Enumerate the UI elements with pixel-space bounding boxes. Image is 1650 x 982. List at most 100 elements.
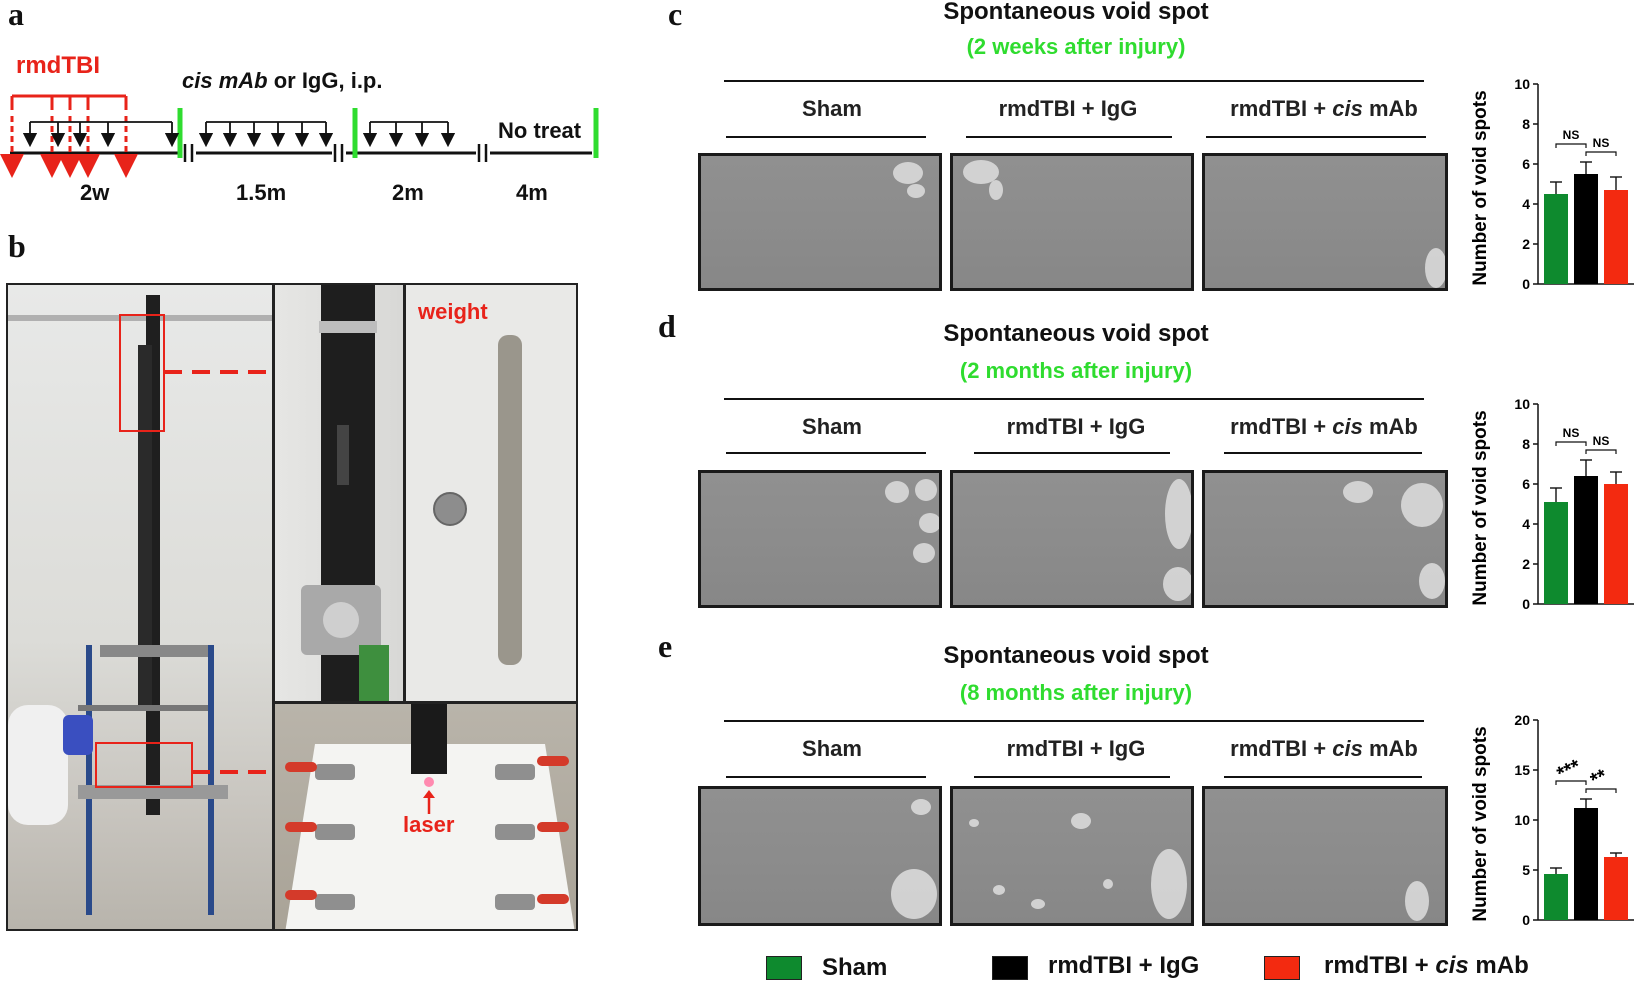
laser-label: laser <box>403 812 455 837</box>
row-1-label-cis: rmdTBI + cis mAb <box>1230 96 1418 121</box>
treatment-label-rest: or IgG, i.p. <box>267 68 383 93</box>
weight-label: weight <box>418 299 488 324</box>
device-photo <box>6 283 274 931</box>
y-tick-label: 8 <box>1522 116 1530 132</box>
bar-cis <box>1604 190 1628 284</box>
no-treat-label: No treat <box>498 118 582 143</box>
row-1-cage-sham <box>698 153 942 291</box>
rod-illustration <box>301 285 389 701</box>
row-3-title: Spontaneous void spot <box>943 642 1209 669</box>
row-2-label-cis: rmdTBI + cis mAb <box>1230 414 1418 439</box>
treatment-arrows <box>22 122 456 148</box>
row-2-label-igg: rmdTBI + IgG <box>1006 414 1146 439</box>
significance-bracket <box>1555 143 1587 148</box>
y-tick-label: 10 <box>1514 76 1530 92</box>
y-tick-label: 4 <box>1522 516 1530 532</box>
treatment-label-italic: cis mAb <box>182 68 268 93</box>
panel-letter-a: a <box>8 0 24 32</box>
timeline-diagram <box>0 94 599 178</box>
row-3-cage-cis <box>1202 786 1448 926</box>
y-tick-label: 8 <box>1522 436 1530 452</box>
y-tick-label: 2 <box>1522 556 1530 572</box>
significance-bracket <box>1585 788 1617 793</box>
bar-sham <box>1544 502 1568 604</box>
row-2-rule-sham <box>726 452 926 454</box>
row-2-label-sham: Sham <box>802 414 862 439</box>
laser-photo: laser <box>273 702 578 931</box>
significance-label: NS <box>1593 136 1610 150</box>
row-2-rule-igg <box>974 452 1170 454</box>
y-tick-label: 6 <box>1522 476 1530 492</box>
significance-bracket <box>1555 780 1587 785</box>
row-1-cage-igg <box>950 153 1194 291</box>
y-axis-label: Number of void spots <box>1470 410 1491 605</box>
weight-photo: weight <box>404 283 578 703</box>
y-tick-label: 0 <box>1522 596 1530 612</box>
row-1-label-igg: rmdTBI + IgG <box>998 96 1138 121</box>
row-1-subtitle: (2 weeks after injury) <box>966 34 1186 59</box>
device-illustration <box>8 295 272 915</box>
y-tick-label: 4 <box>1522 196 1530 212</box>
bar-sham <box>1544 194 1568 284</box>
significance-label: ** <box>1587 765 1611 792</box>
y-tick-label: 20 <box>1514 712 1530 728</box>
duration-2w: 2w <box>80 180 110 205</box>
y-tick-label: 10 <box>1514 812 1530 828</box>
bar-igg <box>1574 476 1598 604</box>
row-2-top-rule <box>724 398 1424 400</box>
legend-label-cis: rmdTBI + cis mAb <box>1324 952 1529 979</box>
green-timepoints <box>177 108 599 158</box>
panel-letter-e: e <box>658 628 673 664</box>
legend-label-sham: Sham <box>822 954 888 981</box>
row-1-rule-igg <box>966 136 1172 138</box>
row-2-cage-sham <box>698 470 942 608</box>
row-1-label-sham: Sham <box>802 96 862 121</box>
bar-cis <box>1604 857 1628 920</box>
y-tick-label: 15 <box>1514 762 1530 778</box>
row-1-rule-cis <box>1206 136 1426 138</box>
row-3-rule-igg <box>974 776 1170 778</box>
duration-1-5m: 1.5m <box>236 180 287 205</box>
row-2-rule-cis <box>1224 452 1422 454</box>
bar-igg <box>1574 808 1598 920</box>
row-3-label-sham: Sham <box>802 736 862 761</box>
y-tick-label: 2 <box>1522 236 1530 252</box>
significance-bracket <box>1585 449 1617 454</box>
bar-igg <box>1574 174 1598 284</box>
significance-bracket <box>1585 151 1617 156</box>
y-tick-label: 6 <box>1522 156 1530 172</box>
bar-sham <box>1544 874 1568 920</box>
y-tick-label: 5 <box>1522 862 1530 878</box>
y-tick-label: 10 <box>1514 396 1530 412</box>
row-1-cage-cis <box>1202 153 1448 291</box>
legend-swatch-cis <box>1264 956 1300 980</box>
row-3-rule-sham <box>726 776 926 778</box>
row-3-label-igg: rmdTBI + IgG <box>1006 736 1146 761</box>
axis-breaks <box>183 144 488 162</box>
row-3-label-cis: rmdTBI + cis mAb <box>1230 736 1418 761</box>
row-3-cage-igg <box>950 786 1194 926</box>
row-1-title: Spontaneous void spot <box>943 0 1209 25</box>
row-2-title: Spontaneous void spot <box>943 320 1209 347</box>
legend-swatch-igg <box>992 956 1028 980</box>
significance-label: NS <box>1563 426 1580 440</box>
legend-swatch-sham <box>766 956 802 980</box>
panel-letter-d: d <box>658 308 676 344</box>
bar-cis <box>1604 484 1628 604</box>
y-tick-label: 0 <box>1522 912 1530 928</box>
treatment-label: cis mAb or IgG, i.p. <box>182 68 382 94</box>
significance-label: NS <box>1563 128 1580 142</box>
panel-letter-c: c <box>668 0 683 32</box>
rod-closeup-photo <box>273 283 405 703</box>
duration-4m: 4m <box>516 180 548 205</box>
rmdtbi-bracket <box>10 94 128 110</box>
panel-letter-b: b <box>8 228 26 264</box>
weight-illustration <box>433 335 522 665</box>
row-3-cage-sham <box>698 786 942 926</box>
row-2-cage-igg <box>950 470 1194 608</box>
y-tick-label: 0 <box>1522 276 1530 292</box>
y-axis-label: Number of void spots <box>1470 90 1491 285</box>
